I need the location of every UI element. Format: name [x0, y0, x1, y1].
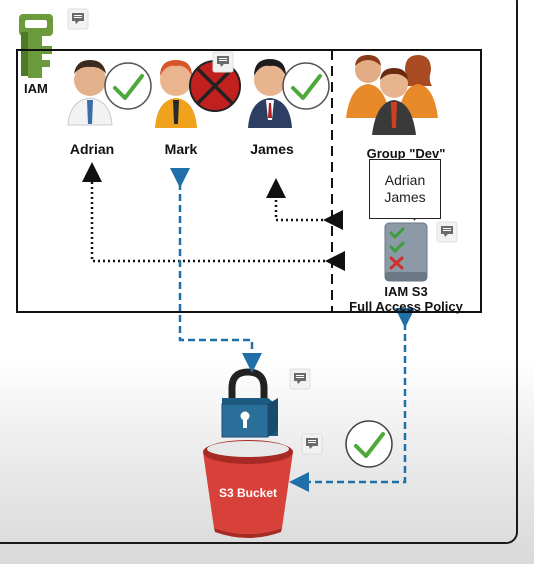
check-bucket-icon — [345, 420, 393, 468]
policy-document-icon — [384, 222, 428, 282]
policy-subtitle-label: Full Access Policy — [349, 299, 463, 314]
s3-bucket-icon — [203, 440, 293, 538]
user-adrian-icon — [67, 60, 113, 126]
deny-mark-icon — [189, 60, 241, 112]
group-member-item: James — [384, 189, 426, 205]
user-james-label: James — [250, 141, 294, 157]
check-james-icon — [282, 62, 330, 110]
iam-label: IAM — [24, 81, 48, 96]
policy-title-label: IAM S3 — [384, 284, 428, 299]
user-mark-icon — [155, 60, 197, 128]
user-adrian-label: Adrian — [69, 141, 115, 157]
note-icon[interactable] — [67, 8, 89, 30]
arrow-policy-to-bucket — [289, 308, 415, 492]
group-dev-label: Group "Dev" — [366, 146, 446, 161]
group-members-box: Adrian James — [369, 159, 441, 219]
note-icon[interactable] — [289, 368, 311, 390]
iam-boundary-box — [16, 49, 482, 313]
arrow-group-to-adrian — [82, 162, 345, 271]
user-mark-label: Mark — [164, 141, 198, 157]
note-icon[interactable] — [436, 221, 458, 243]
user-james-icon — [248, 59, 292, 128]
group-member-item: Adrian — [384, 172, 426, 188]
arrow-group-to-james — [266, 178, 343, 230]
group-dev-icon — [346, 55, 438, 135]
s3-bucket-label: S3 Bucket — [218, 486, 278, 500]
iam-key-icon — [19, 14, 53, 78]
arrow-mark-to-bucket — [170, 168, 262, 373]
check-adrian-icon — [104, 62, 152, 110]
note-icon[interactable] — [212, 51, 234, 73]
note-icon[interactable] — [301, 433, 323, 455]
padlock-icon — [221, 368, 278, 438]
slide-frame — [0, 0, 518, 544]
